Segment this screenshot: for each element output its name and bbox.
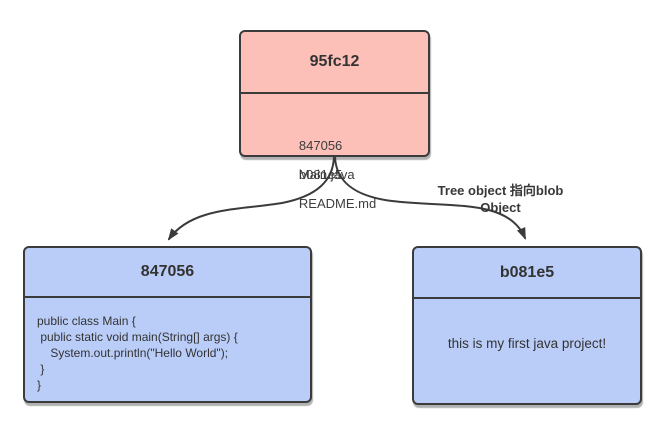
code-line: System.out.println("Hello World"); xyxy=(37,346,229,360)
tree-entry-filename: README.md xyxy=(298,196,377,211)
edge-label-line1: Tree object 指向blob xyxy=(437,183,564,198)
edge-label: Tree object 指向blob Object xyxy=(408,182,593,216)
tree-entry-hash: 847056 xyxy=(298,138,343,153)
code-line: } xyxy=(37,378,42,392)
tree-entry-readme: b081e5 README.md xyxy=(270,131,428,211)
tree-entry-hash: b081e5 xyxy=(298,167,343,182)
edge-label-line2: Object xyxy=(480,200,521,215)
code-line: public class Main { xyxy=(37,314,136,328)
blob-main-code: public class Main { public static void m… xyxy=(25,298,310,393)
tree-to-blob-readme-arrow xyxy=(334,156,526,240)
blob-main-title: 847056 xyxy=(25,248,310,298)
tree-object-title: 95fc12 xyxy=(241,32,428,94)
tree-entries: 847056 Main.java b081e5 README.md xyxy=(241,94,428,211)
blob-readme-content: this is my first java project! xyxy=(447,335,607,351)
tree-object-node: 95fc12 847056 Main.java b081e5 README.md xyxy=(239,30,430,211)
code-line: } xyxy=(37,362,45,376)
blob-object-readme-node: b081e5 this is my first java project! xyxy=(412,246,642,405)
tree-to-blob-main-arrow xyxy=(167,156,335,241)
blob-readme-title: b081e5 xyxy=(414,248,640,299)
tree-entry-main-java: 847056 Main.java xyxy=(270,102,428,182)
tree-entry-filename: Main.java xyxy=(298,167,355,182)
blob-object-main-java-node: 847056 public class Main { public static… xyxy=(23,246,312,403)
code-line: public static void main(String[] args) { xyxy=(37,330,238,344)
